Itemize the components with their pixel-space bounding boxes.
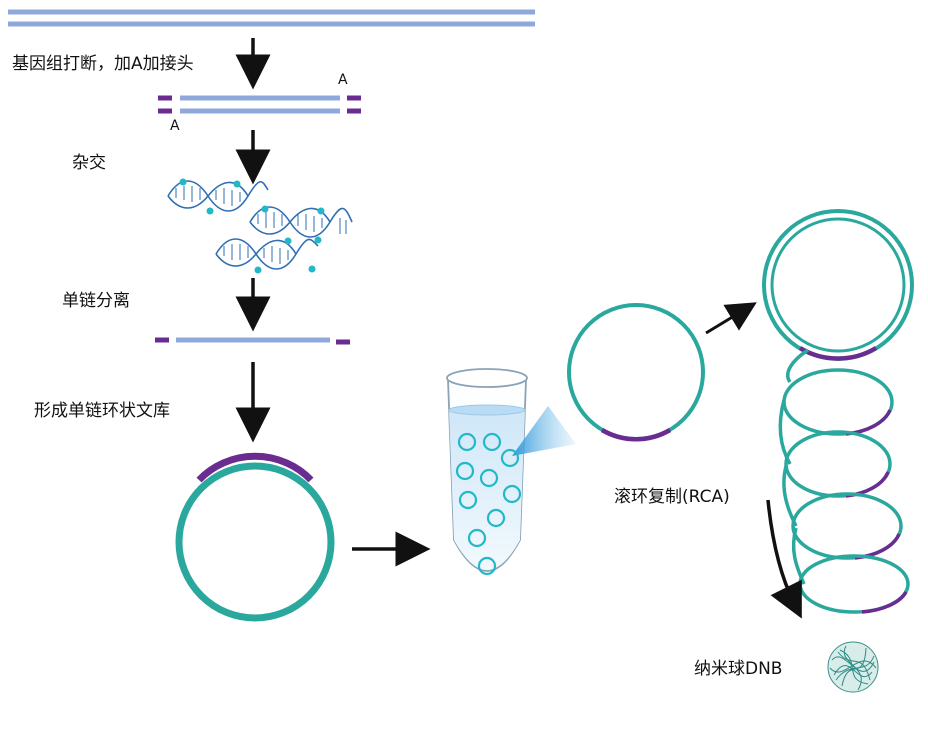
rca-coils [778, 348, 910, 614]
dnb-label: 纳米球DNB [694, 659, 783, 679]
tube-dnb-beads [455, 432, 522, 576]
rca-label: 滚环复制(RCA) [614, 487, 730, 507]
rca-circle [762, 209, 914, 361]
step-label-circularization: 形成单链环状文库 [34, 401, 170, 421]
adapter-ligated-fragment [158, 95, 361, 114]
arrow-to-dnb [766, 499, 802, 619]
template-circle [567, 303, 705, 442]
adapter-a-label-top: A [338, 72, 348, 88]
dnb-nanoball [827, 641, 879, 693]
step-label-strand-separation: 单链分离 [62, 291, 130, 311]
step-label-fragmentation: 基因组打断，加A加接头 [12, 54, 194, 74]
genome-double-strand [8, 9, 535, 27]
hybridization-beads [179, 178, 325, 274]
single-strand-fragment [155, 337, 350, 345]
circular-library [175, 452, 335, 622]
adapter-a-label-bottom: A [170, 118, 180, 134]
hybridization-helices [167, 180, 353, 270]
arrow-to-rca [705, 302, 757, 335]
test-tube [446, 368, 576, 572]
step-label-hybridization: 杂交 [72, 153, 106, 173]
